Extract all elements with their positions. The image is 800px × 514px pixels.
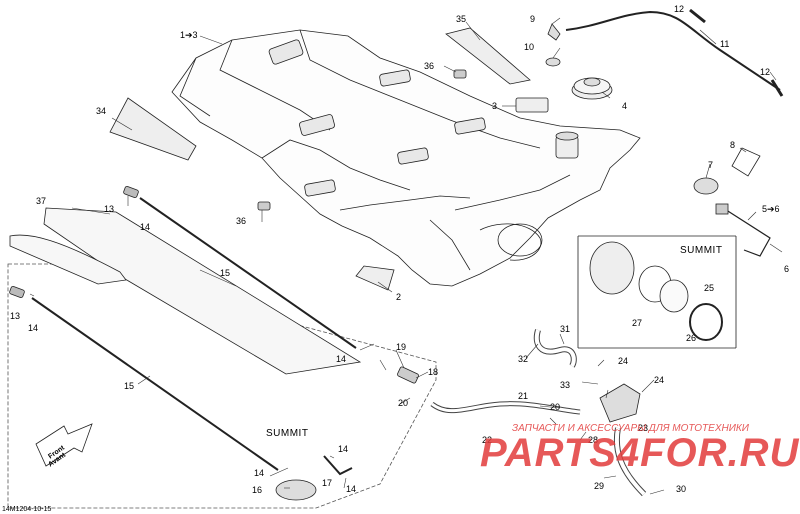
clamp-12b [770,79,784,97]
fitting-19 [397,366,419,384]
callout-33: 33 [560,380,570,390]
callout-11: 11 [720,39,729,49]
ring-10 [545,57,561,67]
callout-35: 35 [456,14,466,24]
valve-9 [547,23,561,41]
callout-15a: 15 [220,268,230,278]
fuel-tank [171,29,641,287]
leader-lines [29,17,783,495]
callout-16: 16 [252,485,262,495]
gasket-8 [731,147,761,177]
fuel-cap-4 [571,77,613,100]
callout-14e: 14 [254,468,264,478]
callout-14d: 14 [338,444,348,454]
callout-6: 6 [784,264,789,274]
fuel-line-15b [31,297,279,471]
sensor-7 [693,177,719,195]
callout-19: 19 [396,342,406,352]
callout-17: 17 [322,478,332,488]
callout-18: 18 [428,367,438,377]
summit-inset-left [7,263,437,509]
callout-13b: 13 [10,311,20,321]
callout-9: 9 [530,14,535,24]
pad-35 [445,27,531,85]
callout-20b: 20 [550,402,560,412]
filter-16 [275,479,317,501]
pad-37-lower [9,234,127,285]
callout-15b: 15 [124,381,134,391]
callout-labels: 1➔3 2 3 4 5➔6 6 7 8 9 10 11 12 12 13 13 … [2,4,789,513]
callout-14c: 14 [336,354,346,364]
sensor-5 [719,205,771,257]
callout-12a: 12 [674,4,684,14]
callout-29: 29 [594,481,604,491]
clamp-12a [689,8,706,24]
callout-34: 34 [96,106,106,116]
fuel-line-15a [139,197,357,349]
callout-14f: 14 [346,484,356,494]
callout-24b: 24 [654,375,664,385]
callout-12b: 12 [760,67,770,77]
pad-2 [355,265,395,291]
callout-5-6: 5➔6 [762,204,780,214]
callout-27: 27 [632,318,642,328]
callout-37: 37 [36,196,46,206]
callout-28: 28 [588,435,598,445]
watermark: ЗАПЧАСТИ И АКСЕССУАРЫ ДЛЯ МОТОТЕХНИКИ PA… [480,423,800,475]
callout-26: 26 [686,333,696,343]
callout-3: 3 [492,101,497,111]
callout-14b: 14 [28,323,38,333]
callout-32: 32 [518,354,528,364]
callout-31: 31 [560,324,570,334]
callout-24a: 24 [618,356,628,366]
bracket-3 [515,97,549,113]
callout-23: 23 [638,423,648,433]
clip-36b [257,201,271,211]
callout-7: 7 [708,160,713,170]
pump-23 [599,383,641,423]
callout-2: 2 [396,292,401,302]
callout-13a: 13 [104,204,114,214]
callout-20a: 20 [398,398,408,408]
clip-36a [453,69,467,79]
callout-22: 22 [482,435,492,445]
pad-37 [43,207,362,375]
pad-34 [109,97,197,161]
summit-inset-right [577,235,737,349]
callout-10: 10 [524,42,534,52]
callout-36a: 36 [424,61,434,71]
hose-17 [323,455,353,476]
watermark-line1: ЗАПЧАСТИ И АКСЕССУАРЫ ДЛЯ МОТОТЕХНИКИ [512,423,750,434]
doc-code: 14M1204-10-15 [2,506,52,513]
callout-36b: 36 [236,216,246,226]
watermark-line2: PARTS4FOR.RU [480,431,800,475]
vent-hose-11 [565,10,781,91]
front-arrow [35,423,93,467]
callout-4: 4 [622,101,627,111]
summit-label-left: SUMMIT [266,428,308,439]
callout-25: 25 [704,283,714,293]
callout-14a: 14 [140,222,150,232]
callout-8: 8 [730,140,735,150]
callout-30: 30 [676,484,686,494]
callout-21: 21 [518,391,528,401]
summit-label-right: SUMMIT [680,245,722,256]
callout-1-3: 1➔3 [180,30,198,40]
